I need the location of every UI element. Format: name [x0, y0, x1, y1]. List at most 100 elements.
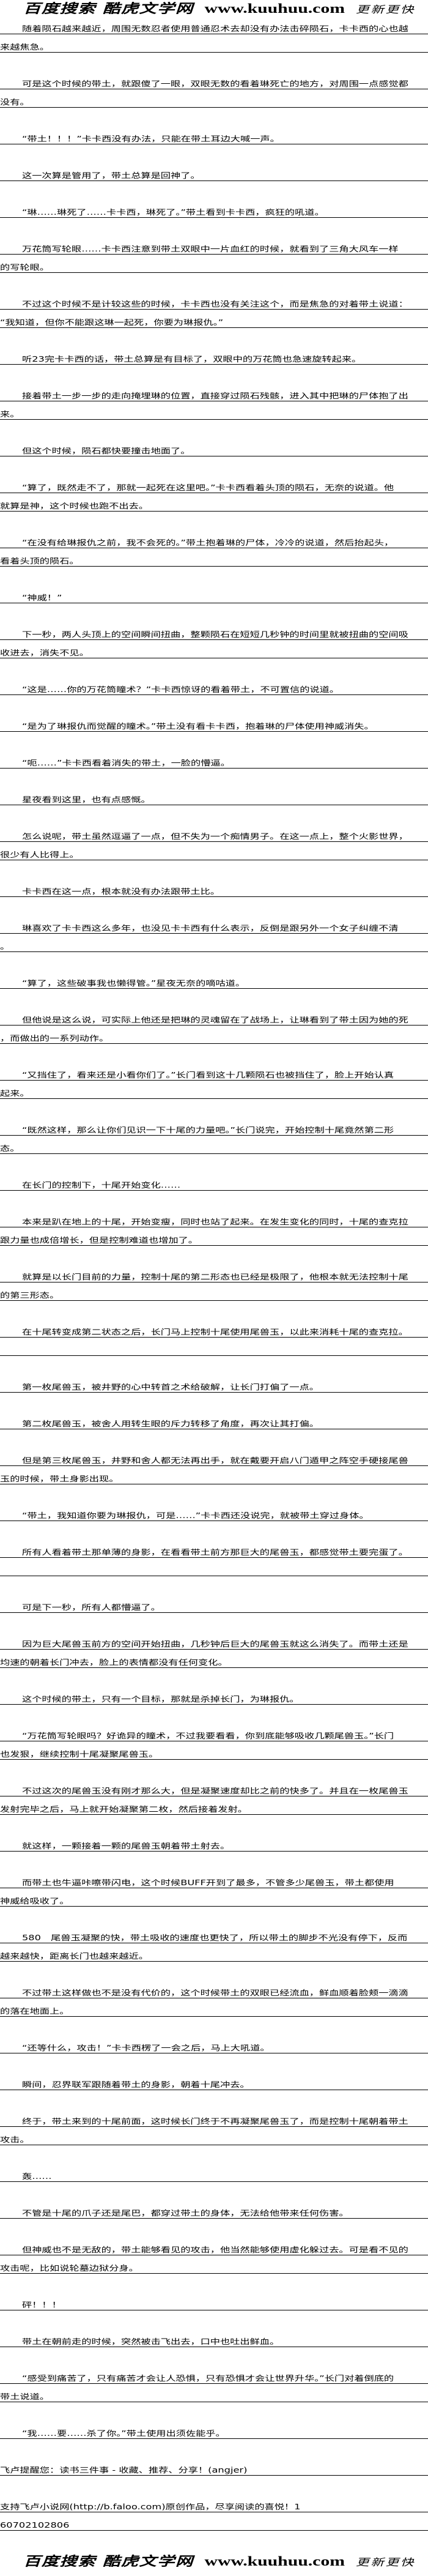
line-text: 不管是十尾的爪子还是尾巴，都穿过带土的身体，无法给他带来任何伤害。 — [22, 2209, 349, 2217]
paragraph: 不过这次的尾兽玉没有刚才那么大，但是凝聚速度却比之前的快多了。并且在一枚尾兽玉发… — [0, 1778, 428, 1815]
text-line: “带土，我知道你要为琳报仇，可是……”卡卡西还没说完，就被带土穿过身体。 — [0, 1503, 428, 1521]
paragraph: 第一枚尾兽玉，被井野的心中转首之术给破解，让长门打偏了一点。 — [0, 1374, 428, 1393]
text-line: 下一秒，两人头顶上的空间瞬间扭曲，整颗陨石在短短几秒钟的时间里就被扭曲的空间吸 — [0, 622, 428, 640]
paragraph: 本来是趴在地上的十尾，开始变瘦，同时也站了起来。在发生变化的同时，十尾的查克拉跟… — [0, 1209, 428, 1246]
logo-url: www.kuuhuu.com — [204, 2553, 345, 2569]
text-line: 而带土也牛逼咔嚓带闪电，这个时候BUFF开到了最多，不管多少尾兽玉，带土都使用 — [0, 1870, 428, 1888]
text-line: 但是第三枚尾兽玉，井野和舍人都无法再出手，就在戴要开启八门遁甲之阵空手硬接尾兽 — [0, 1448, 428, 1466]
paragraph: 但这个时候，陨石都快要撞击地面了。 — [0, 438, 428, 456]
logo-url: www.kuuhuu.com — [204, 1, 345, 16]
logo-slogan: 更新更快 — [355, 2556, 416, 2568]
text-line: 来。 — [0, 401, 428, 420]
text-line: 星夜看到这里，也有点感慨。 — [0, 787, 428, 805]
text-line: 的第三形态。 — [0, 1282, 428, 1301]
text-line: 态。 — [0, 1136, 428, 1154]
line-text: 就这样，一颗接着一颗的尾兽玉朝着带土射去。 — [22, 1842, 231, 1850]
line-text: “是为了琳报仇而觉醒的瞳术。”带土没有看卡卡西，抱着琳的尸体使用神威消失。 — [22, 722, 374, 731]
line-text: “这是……你的万花筒瞳术？”卡卡西惊讶的看着带土，不可置信的说道。 — [22, 685, 339, 694]
line-text: 万花筒写轮眼……卡卡西注意到带土双眼中一片血红的时候，就看到了三角大风车一样 — [22, 245, 399, 253]
footer-code-line: 60702102806 — [0, 2512, 428, 2531]
logo-site-name: 百度搜索 酷虎文学网 — [23, 1, 194, 16]
line-text: “呃……”卡卡西看着消失的带土，一脸的懵逼。 — [22, 759, 231, 767]
paragraph: 不过这个时候不是计较这些的时候，卡卡西也没有关注这个，而是焦急的对着带土说道：“… — [0, 291, 428, 328]
line-text: 不过带土这样做也不是没有代价的，这个时候带土的双眼已经流血，鲜血顺着脸颊一滴滴 — [22, 1989, 408, 1997]
line-text: 所有人看着带土那单薄的身影，在看看带土前方那巨大的尾兽玉，都感觉带土要完蛋了。 — [22, 1548, 408, 1557]
text-line: 就这样，一颗接着一颗的尾兽玉朝着带土射去。 — [0, 1833, 428, 1852]
paragraph: 但神威也不是无敌的，带土能够看见的攻击，他当然能够使用虚化躲过去。可是看不见的攻… — [0, 2237, 428, 2274]
footer-reminder-line: 飞卢提醒您：读书三件事 - 收藏、推荐、分享！(angjer) — [0, 2457, 428, 2476]
text-line: 玉的时候，带土身影出现。 — [0, 1466, 428, 1484]
paragraph: 不过带土这样做也不是没有代价的，这个时候带土的双眼已经流血，鲜血顺着脸颊一滴滴的… — [0, 1980, 428, 2017]
line-text: 因为巨大尾兽玉前方的空间开始扭曲，几秒钟后巨大的尾兽玉就这么消失了。而带土还是 — [22, 1640, 408, 1648]
text-line: “又挡住了，看来还是小看你们了。”长门看到这十几颗陨石也被挡住了，脸上开始认真 — [0, 1062, 428, 1081]
text-line: 轰…… — [0, 2164, 428, 2182]
text-line: 就算是神，这个时候也跑不出去。 — [0, 493, 428, 512]
line-text: 攻击呢，比如说轮墓边狱分身。 — [0, 2264, 139, 2273]
paragraph: “这是……你的万花筒瞳术？”卡卡西惊讶的看着带土，不可置信的说道。 — [0, 677, 428, 695]
line-text: 不过这个时候不是计较这些的时候，卡卡西也没有关注这个，而是焦急的对着带土说道： — [22, 300, 408, 308]
paragraph: “算了，这些破事我也懒得管。”星夜无奈的嘀咕道。 — [0, 970, 428, 989]
text-line: “既然这样，那么让你们见识一下十尾的力量吧。”长门说完，开始控制十尾竟然第二形 — [0, 1117, 428, 1136]
text-line: 不管是十尾的爪子还是尾巴，都穿过带土的身体，无法给他带来任何伤害。 — [0, 2200, 428, 2219]
line-text: “万花筒写轮眼吗？好诡异的瞳术，不过我要看看，你到底能够吸收几颗尾兽玉。”长门 — [22, 1732, 394, 1740]
line-text: 可是下一秒，所有人都懵逼了。 — [22, 1603, 161, 1612]
paragraph: 终于，带土来到的十尾前面，这时候长门终于不再凝聚尾兽玉了，而是控制十尾朝着带土攻… — [0, 2109, 428, 2145]
site-logo-banner-top: 百度搜索 酷虎文学网 www.kuuhuu.com 更新更快 — [0, 0, 428, 16]
text-line: 但这个时候，陨石都快要撞击地面了。 — [0, 438, 428, 456]
footer-support: 支持飞卢小说网(http://b.faloo.com)原创作品，尽享阅读的喜悦！… — [0, 2503, 301, 2511]
text-line: 带土说道。 — [0, 2384, 428, 2402]
paragraph: 砰！！！ — [0, 2292, 428, 2310]
text-line: 就算是以长门目前的力量，控制十尾的第二形态也已经是极限了，他根本就无法控制十尾 — [0, 1264, 428, 1282]
text-line: 在长门的控制下，十尾开始变化…… — [0, 1172, 428, 1191]
text-line: 神威给吸收了。 — [0, 1888, 428, 1907]
logo-slogan: 更新更快 — [355, 4, 416, 15]
paragraph: 接着带土一步一步的走向掩埋琳的位置，直接穿过陨石残骸，进入其中把琳的尸体抱了出来… — [0, 383, 428, 420]
line-text: “算了，既然走不了，那就一起死在这里吧。”卡卡西看着头顶的陨石，无奈的说道。他 — [22, 483, 394, 492]
text-line: 攻击呢，比如说轮墓边狱分身。 — [0, 2255, 428, 2274]
paragraph: “万花筒写轮眼吗？好诡异的瞳术，不过我要看看，你到底能够吸收几颗尾兽玉。”长门也… — [0, 1723, 428, 1760]
line-text: 但他说是这么说，可实际上他还是把琳的灵魂留在了战场上，让琳看到了带土因为她的死 — [22, 1016, 408, 1024]
paragraph: 第二枚尾兽玉，被舍人用转生眼的斥力转移了角度，再次让其打偏。 — [0, 1411, 428, 1429]
line-text: 但这个时候，陨石都快要撞击地面了。 — [22, 447, 191, 455]
text-line: “还等什么，攻击！”卡卡西楞了一会之后，马上大吼道。 — [0, 2035, 428, 2053]
text-line: 很少有人比得上。 — [0, 842, 428, 860]
text-line: “神威！” — [0, 585, 428, 603]
text-line: “我……要……杀了你。”带土使用出须佐能乎。 — [0, 2421, 428, 2439]
line-text: 这个时候的带土，只有一个目标，那就是杀掉长门，为琳报仇。 — [22, 1695, 300, 1703]
text-line: 卡卡西在这一点，根本就没有办法跟带土比。 — [0, 879, 428, 897]
line-text: 就算是神，这个时候也跑不出去。 — [0, 502, 149, 510]
text-line: 可是下一秒，所有人都懵逼了。 — [0, 1595, 428, 1613]
line-text: 收进去，消失不见。 — [0, 649, 89, 657]
text-line: 万花筒写轮眼……卡卡西注意到带土双眼中一片血红的时候，就看到了三角大风车一样 — [0, 236, 428, 255]
line-text: 态。 — [0, 1144, 20, 1153]
line-text: 可是这个时候的带土，就跟傻了一眼，双眼无数的看着琳死亡的地方，对周围一点感觉都 — [22, 80, 408, 88]
paragraph: 不管是十尾的爪子还是尾巴，都穿过带土的身体，无法给他带来任何伤害。 — [0, 2200, 428, 2219]
text-line: 发射完毕之后，马上就开始凝聚第二枚，然后接着发射。 — [0, 1796, 428, 1815]
text-line: “算了，既然走不了，那就一起死在这里吧。”卡卡西看着头顶的陨石，无奈的说道。他 — [0, 475, 428, 493]
paragraph: 在长门的控制下，十尾开始变化…… — [0, 1172, 428, 1191]
text-line: 越来越快，距离长门也越来越近。 — [0, 1943, 428, 1962]
paragraph: 下一秒，两人头顶上的空间瞬间扭曲，整颗陨石在短短几秒钟的时间里就被扭曲的空间吸收… — [0, 622, 428, 658]
line-text: 没有。 — [0, 98, 30, 106]
paragraph: 带土在朝前走的时候，突然被击飞出去，口中也吐出鲜血。 — [0, 2329, 428, 2347]
line-text: 但神威也不是无敌的，带土能够看见的攻击，他当然能够使用虚化躲过去。可是看不见的 — [22, 2246, 408, 2254]
text-line: “感受到痛苦了，只有痛苦才会让人恐惧，只有恐惧才会让世界升华。”长门对着倒底的 — [0, 2366, 428, 2384]
line-text: 跟力量也成倍增长，但是控制难道也增加了。 — [0, 1236, 199, 1245]
paragraph: “带土！！！”卡卡西没有办法，只能在带土耳边大喊一声。 — [0, 126, 428, 144]
paragraph: 所有人看着带土那单薄的身影，在看看带土前方那巨大的尾兽玉，都感觉带土要完蛋了。 — [0, 1539, 428, 1576]
paragraph: 万花筒写轮眼……卡卡西注意到带土双眼中一片血红的时候，就看到了三角大风车一样的写… — [0, 236, 428, 273]
line-text: “又挡住了，看来还是小看你们了。”长门看到这十几颗陨石也被挡住了，脸上开始认真 — [22, 1071, 394, 1079]
text-line: 不过带土这样做也不是没有代价的，这个时候带土的双眼已经流血，鲜血顺着脸颊一滴滴 — [0, 1980, 428, 1998]
text-line — [0, 1558, 428, 1576]
paragraph: “我……要……杀了你。”带土使用出须佐能乎。 — [0, 2421, 428, 2439]
paragraph: “算了，既然走不了，那就一起死在这里吧。”卡卡西看着头顶的陨石，无奈的说道。他就… — [0, 475, 428, 512]
footer-reminder: 飞卢提醒您：读书三件事 - 收藏、推荐、分享！(angjer) — [0, 2466, 248, 2474]
line-text: 也发狠，继续控制十尾凝聚尾兽玉。 — [0, 1750, 159, 1759]
text-line: 均速的朝着长门冲去，脸上的表情都没有任何变化。 — [0, 1650, 428, 1668]
line-text: 随着陨石越来越近，周围无数忍者使用普通忍术去却没有办法击碎陨石，卡卡西的心也越 — [22, 24, 408, 33]
paragraph: 可是下一秒，所有人都懵逼了。 — [0, 1595, 428, 1613]
line-text: “神威！” — [22, 594, 62, 602]
line-text: 瞬间，忍界联军跟随着带土的身影，朝着十尾冲去。 — [22, 2080, 250, 2089]
text-line: 起来。 — [0, 1081, 428, 1099]
line-text: 听23完卡卡西的话，带土总算是有目标了，双眼中的万花筒也急速旋转起来。 — [22, 355, 362, 363]
